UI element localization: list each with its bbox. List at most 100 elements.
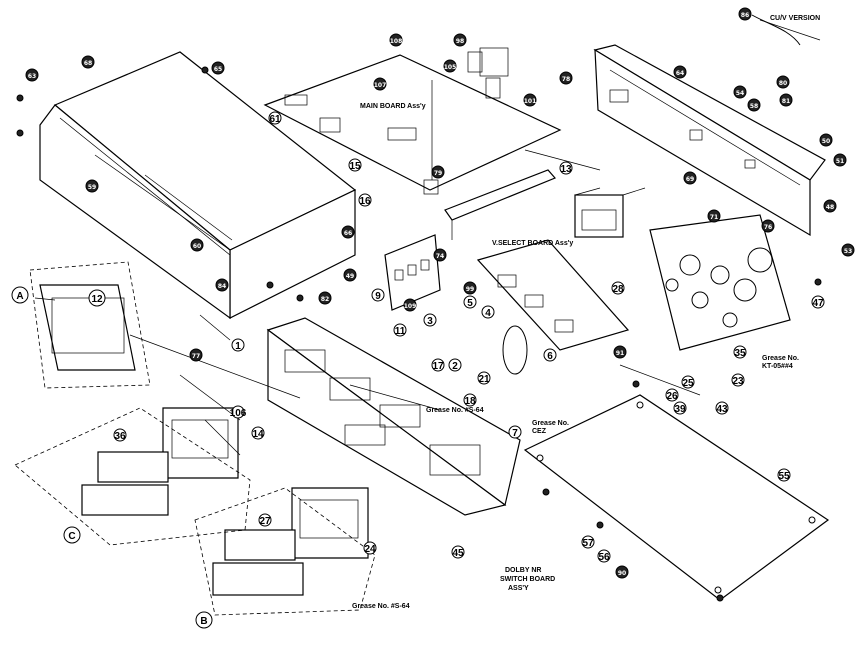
callout-4: 4 [481, 305, 495, 319]
callout-47: 47 [811, 295, 825, 309]
svg-text:17: 17 [432, 361, 444, 372]
callout-54: 54 [733, 85, 747, 99]
callout-56: 56 [597, 549, 611, 563]
svg-text:105: 105 [444, 64, 457, 71]
callout-107: 107 [373, 77, 387, 91]
callout-79: 79 [431, 165, 445, 179]
svg-text:1: 1 [235, 341, 241, 352]
caption-grease-right-1: Grease No. [762, 355, 799, 362]
svg-text:76: 76 [764, 224, 772, 231]
caption-grease-center-2: CEZ [532, 428, 547, 435]
svg-text:99: 99 [466, 286, 474, 293]
callout-77: 77 [189, 348, 203, 362]
svg-text:77: 77 [192, 353, 200, 360]
callout-9: 9 [371, 288, 385, 302]
svg-text:86: 86 [741, 12, 749, 19]
svg-text:18: 18 [464, 396, 476, 407]
callout-16: 16 [358, 193, 372, 207]
window-panels-b [212, 529, 304, 596]
section-marker-a-label: A [16, 291, 23, 302]
callout-61: 61 [268, 111, 282, 125]
callout-99: 99 [463, 281, 477, 295]
section-marker-b: B [195, 611, 213, 629]
callout-86: 86 [738, 7, 752, 21]
svg-text:45: 45 [452, 548, 464, 559]
callout-35: 35 [733, 345, 747, 359]
callouts: 12 1 9 11 3 5 4 6 13 61 63 65 68 60 59 6… [25, 7, 855, 579]
svg-text:80: 80 [779, 80, 787, 87]
callout-28: 28 [611, 281, 625, 295]
caption-grease-small: Grease No. #S-64 [426, 407, 484, 414]
rear-panel [593, 44, 826, 237]
callout-84: 84 [215, 278, 229, 292]
svg-text:7: 7 [512, 428, 518, 439]
svg-text:101: 101 [524, 98, 537, 105]
select-board [476, 239, 630, 351]
callout-78: 78 [559, 71, 573, 85]
callout-49: 49 [343, 268, 357, 282]
svg-text:90: 90 [618, 570, 626, 577]
callout-11: 11 [393, 323, 407, 337]
callout-25: 25 [681, 375, 695, 389]
svg-text:48: 48 [826, 204, 834, 211]
svg-text:71: 71 [710, 214, 718, 221]
callout-58: 58 [747, 98, 761, 112]
callout-59: 59 [85, 179, 99, 193]
callout-80: 80 [776, 75, 790, 89]
callout-36: 36 [113, 428, 127, 442]
svg-text:74: 74 [436, 253, 444, 260]
svg-text:11: 11 [395, 326, 406, 337]
svg-text:106: 106 [230, 408, 247, 419]
callout-57: 57 [581, 535, 595, 549]
svg-text:5: 5 [467, 298, 473, 309]
caption-cuv-version: CU/V VERSION [770, 15, 820, 22]
svg-text:61: 61 [269, 114, 281, 125]
callout-50: 50 [819, 133, 833, 147]
callout-15: 15 [348, 158, 362, 172]
callout-1: 1 [231, 338, 245, 352]
callout-26: 26 [665, 388, 679, 402]
callout-21: 21 [477, 371, 491, 385]
callout-12: 12 [88, 289, 106, 307]
svg-text:24: 24 [364, 544, 376, 555]
support-bracket [444, 169, 557, 240]
callout-6: 6 [543, 348, 557, 362]
group-outline-c [14, 407, 251, 546]
svg-text:25: 25 [682, 378, 694, 389]
svg-text:39: 39 [674, 404, 686, 415]
svg-text:66: 66 [344, 230, 352, 237]
callout-13: 13 [559, 161, 573, 175]
callout-64: 64 [673, 65, 687, 79]
caption-grease-center-1: Grease No. [532, 420, 569, 427]
svg-text:50: 50 [822, 138, 830, 145]
window-panels-c [81, 451, 169, 516]
svg-text:43: 43 [716, 404, 728, 415]
svg-text:27: 27 [259, 516, 271, 527]
svg-text:2: 2 [452, 361, 458, 372]
svg-text:36: 36 [114, 431, 126, 442]
callout-51: 51 [833, 153, 847, 167]
display-window-a [39, 284, 136, 371]
group-outline-a [29, 261, 151, 389]
bottom-plate [523, 394, 830, 601]
callout-2: 2 [448, 358, 462, 372]
callout-66: 66 [341, 225, 355, 239]
callout-81: 81 [779, 93, 793, 107]
svg-text:78: 78 [562, 76, 570, 83]
svg-text:98: 98 [456, 38, 464, 45]
cassette-mechanism [649, 214, 791, 351]
svg-text:82: 82 [321, 296, 329, 303]
svg-text:56: 56 [598, 552, 610, 563]
callout-7: 7 [508, 425, 522, 439]
callout-24: 24 [363, 541, 377, 555]
svg-text:21: 21 [478, 374, 490, 385]
callout-43: 43 [715, 401, 729, 415]
front-chassis [266, 317, 521, 516]
svg-text:91: 91 [616, 350, 624, 357]
svg-text:69: 69 [686, 176, 694, 183]
drive-belt [502, 325, 528, 375]
screws [16, 66, 822, 602]
svg-text:23: 23 [732, 376, 744, 387]
callout-74: 74 [433, 248, 447, 262]
